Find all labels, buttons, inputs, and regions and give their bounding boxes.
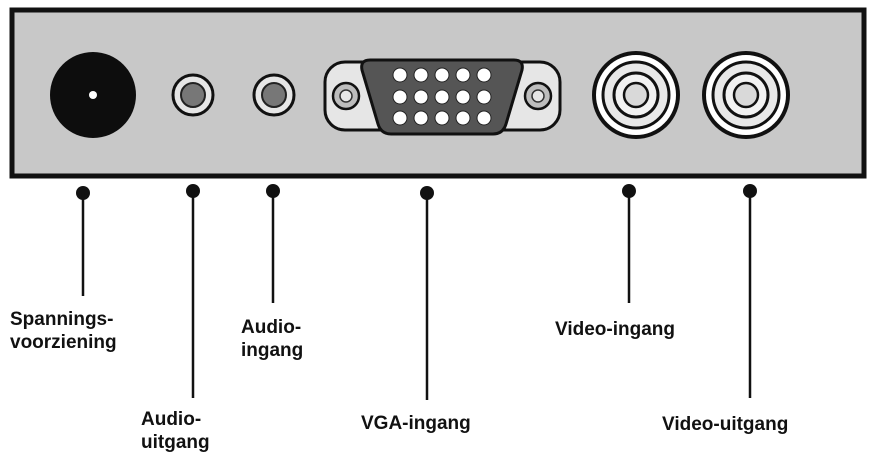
label-line: VGA-ingang — [361, 413, 471, 434]
label-audio-out: Audio- uitgang — [141, 408, 210, 454]
vga-pin — [434, 89, 450, 105]
vga-pin — [434, 67, 450, 83]
vga-pin — [455, 89, 471, 105]
label-video-out: Video-uitgang — [662, 413, 788, 436]
vga-pin — [413, 89, 429, 105]
label-line: voorziening — [10, 332, 117, 353]
vga-pin — [434, 110, 450, 126]
leader-audio-in — [266, 184, 280, 303]
leader-video-in — [622, 184, 636, 303]
vga-pin — [392, 67, 408, 83]
leader-power — [76, 186, 90, 296]
label-line: Video-uitgang — [662, 414, 789, 435]
vga-pin — [455, 67, 471, 83]
rca-jack-icon — [592, 51, 680, 139]
label-line: uitgang — [141, 432, 210, 453]
label-audio-in: Audio- ingang — [241, 316, 303, 362]
dc-power-jack-icon — [50, 52, 136, 138]
label-line: Audio- — [241, 317, 302, 338]
vga-pin — [413, 110, 429, 126]
audio-jack-icon — [171, 73, 215, 117]
label-line: Spannings- — [10, 309, 114, 330]
rca-jack-icon — [702, 51, 790, 139]
label-vga-in: VGA-ingang — [361, 412, 471, 435]
vga-connector-icon — [323, 58, 562, 136]
leader-vga-in — [420, 186, 434, 400]
leader-audio-out — [186, 184, 200, 398]
vga-pin — [413, 67, 429, 83]
label-power: Spannings- voorziening — [10, 308, 117, 354]
vga-pin — [476, 89, 492, 105]
label-video-in: Video-ingang — [555, 318, 675, 341]
vga-pin — [476, 110, 492, 126]
label-line: Video-ingang — [555, 319, 675, 340]
vga-pins — [392, 67, 492, 126]
vga-pin — [392, 89, 408, 105]
leader-video-out — [743, 184, 757, 398]
vga-pin — [455, 110, 471, 126]
vga-pin — [476, 67, 492, 83]
label-line: Audio- — [141, 409, 202, 430]
vga-pin — [392, 110, 408, 126]
label-line: ingang — [241, 340, 304, 361]
audio-jack-icon — [252, 73, 296, 117]
